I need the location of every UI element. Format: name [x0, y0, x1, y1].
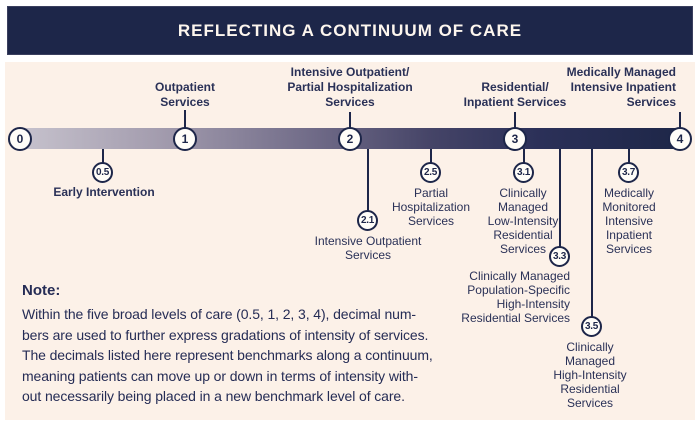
note-block: Note: Within the five broad levels of ca…	[22, 282, 452, 407]
benchmark-marker-3-5: 3.5	[581, 316, 602, 337]
benchmark-label-early-intervention: Early Intervention	[53, 185, 155, 199]
benchmark-marker-3-3: 3.3	[549, 246, 570, 267]
page-title: REFLECTING A CONTINUUM OF CARE	[177, 20, 523, 40]
connector-line-level-1	[184, 110, 186, 128]
level-marker-0: 0	[8, 127, 32, 151]
connector-line-level-3	[514, 112, 516, 128]
level-marker-1: 1	[173, 127, 197, 151]
connector-line-3-3	[559, 149, 561, 247]
connector-line-3-7	[628, 149, 630, 163]
benchmark-label-clinically-managed-high-intensity: Clinically Managed High-Intensity Reside…	[553, 340, 627, 410]
level-label-outpatient-services: Outpatient Services	[155, 80, 215, 109]
title-bar: REFLECTING A CONTINUUM OF CARE	[7, 6, 693, 55]
level-marker-3: 3	[503, 127, 527, 151]
level-label-medically-managed: Medically Managed Intensive Inpatient Se…	[566, 65, 676, 109]
level-marker-2: 2	[338, 127, 362, 151]
benchmark-marker-0-5: 0.5	[92, 162, 113, 183]
connector-line-level-2	[349, 112, 351, 128]
benchmark-marker-3-7: 3.7	[618, 162, 639, 183]
benchmark-marker-2-1: 2.1	[357, 210, 378, 231]
level-label-intensive-outpatient: Intensive Outpatient/ Partial Hospitaliz…	[287, 65, 413, 109]
connector-line-3-1	[523, 149, 525, 163]
connector-line-0-5	[102, 149, 104, 163]
level-label-residential-inpatient: Residential/ Inpatient Services	[463, 80, 567, 109]
benchmark-label-partial-hospitalization: Partial Hospitalization Services	[391, 186, 471, 228]
connector-line-2-5	[430, 149, 432, 163]
level-marker-4: 4	[668, 127, 692, 151]
connector-line-level-4	[679, 112, 681, 128]
benchmark-label-medically-monitored: Medically Monitored Intensive Inpatient …	[602, 186, 656, 256]
benchmark-marker-3-1: 3.1	[513, 162, 534, 183]
benchmark-label-intensive-outpatient: Intensive Outpatient Services	[314, 234, 422, 262]
benchmark-label-population-specific: Clinically Managed Population-Specific H…	[461, 269, 570, 325]
connector-line-3-5	[591, 149, 593, 317]
note-heading: Note:	[22, 282, 61, 299]
benchmark-label-clinically-managed-low-intensity: Clinically Managed Low-Intensity Residen…	[487, 186, 559, 256]
connector-line-2-1	[367, 149, 369, 211]
benchmark-marker-2-5: 2.5	[420, 162, 441, 183]
note-body: Within the five broad levels of care (0.…	[22, 306, 433, 404]
